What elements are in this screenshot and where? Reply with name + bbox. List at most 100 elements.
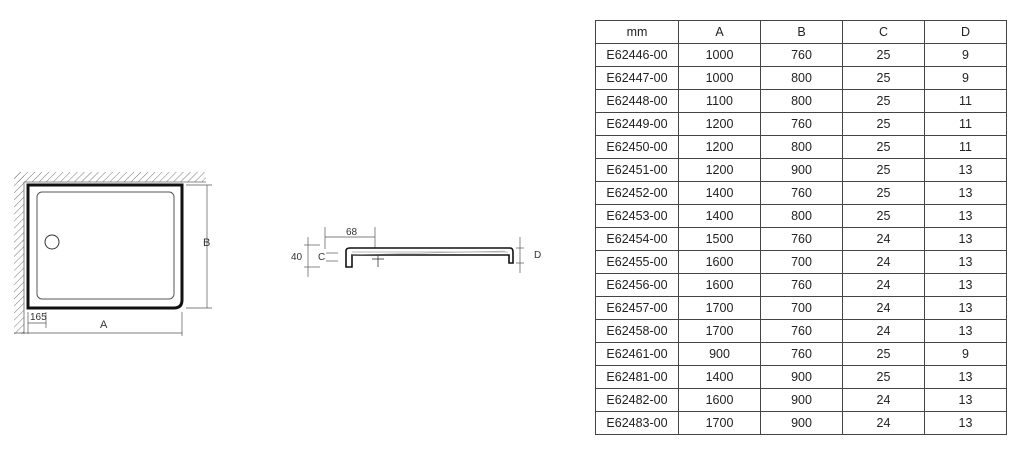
header-mm: mm [595,20,679,44]
dimension-cell: 1200 [678,158,761,182]
dimension-cell: 13 [924,319,1007,343]
model-code-cell: E62455-00 [595,250,679,274]
dimension-cell: 25 [842,181,925,205]
dimension-cell: 25 [842,66,925,90]
dimension-cell: 1600 [678,250,761,274]
dimension-cell: 800 [760,66,843,90]
dimension-cell: 24 [842,250,925,274]
dimension-cell: 24 [842,296,925,320]
dimension-cell: 24 [842,319,925,343]
tray-plan-view: B 165 A [14,172,212,336]
dimension-cell: 1700 [678,296,761,320]
dimension-cell: 13 [924,181,1007,205]
dimension-cell: 1700 [678,411,761,435]
dimension-cell: 25 [842,112,925,136]
dimension-cell: 25 [842,158,925,182]
dimension-cell: 1000 [678,43,761,67]
dimension-cell: 9 [924,43,1007,67]
dimension-cell: 11 [924,135,1007,159]
dimension-cell: 760 [760,273,843,297]
dimension-cell: 800 [760,89,843,113]
dim-b-label: B [203,237,210,249]
dimension-cell: 24 [842,411,925,435]
dimension-cell: 760 [760,43,843,67]
dimension-cell: 800 [760,204,843,228]
dimension-cell: 900 [760,388,843,412]
dimension-cell: 900 [678,342,761,366]
header-a: A [678,20,761,44]
dimension-cell: 24 [842,273,925,297]
model-code-cell: E62447-00 [595,66,679,90]
dimension-cell: 13 [924,365,1007,389]
dimension-cell: 800 [760,135,843,159]
model-code-cell: E62453-00 [595,204,679,228]
dimension-cell: 13 [924,388,1007,412]
dimension-cell: 13 [924,296,1007,320]
dimension-cell: 13 [924,273,1007,297]
tray-basin [36,191,175,300]
dimension-cell: 24 [842,227,925,251]
dim-c-label: C [318,252,325,263]
dimension-cell: 11 [924,89,1007,113]
dim-40-label: 40 [291,252,303,263]
model-code-cell: E62446-00 [595,43,679,67]
dimension-cell: 13 [924,250,1007,274]
model-code-cell: E62451-00 [595,158,679,182]
dim-165-label: 165 [30,312,47,323]
model-code-cell: E62457-00 [595,296,679,320]
dimension-cell: 11 [924,112,1007,136]
dimension-cell: 13 [924,411,1007,435]
dimension-cell: 25 [842,365,925,389]
dimension-cell: 1200 [678,135,761,159]
dim-d-label: D [534,250,541,261]
dimension-cell: 25 [842,89,925,113]
table-header-row: mm A B C D [595,20,1007,44]
dim-68-label: 68 [346,227,358,238]
dimension-cell: 1200 [678,112,761,136]
dimension-cell: 1000 [678,66,761,90]
wall-hatch-left [14,172,24,334]
model-code-cell: E62458-00 [595,319,679,343]
dimension-cell: 13 [924,158,1007,182]
header-d: D [924,20,1007,44]
model-code-cell: E62450-00 [595,135,679,159]
dimension-cell: 760 [760,112,843,136]
dimension-cell: 13 [924,204,1007,228]
dimension-cell: 25 [842,342,925,366]
dimension-cell: 1600 [678,388,761,412]
model-code-cell: E62449-00 [595,112,679,136]
dimension-cell: 9 [924,342,1007,366]
dimension-cell: 1500 [678,227,761,251]
dim-a-label: A [100,319,108,331]
dimension-cell: 1400 [678,365,761,389]
dimension-cell: 1100 [678,89,761,113]
dimension-cell: 25 [842,135,925,159]
dimension-cell: 25 [842,43,925,67]
dimension-cell: 13 [924,227,1007,251]
dimension-cell: 9 [924,66,1007,90]
dimension-cell: 760 [760,227,843,251]
dimension-cell: 900 [760,411,843,435]
dimension-cell: 760 [760,319,843,343]
dimension-cell: 1700 [678,319,761,343]
dimension-cell: 700 [760,250,843,274]
dimension-cell: 760 [760,342,843,366]
drain-icon [44,234,60,250]
